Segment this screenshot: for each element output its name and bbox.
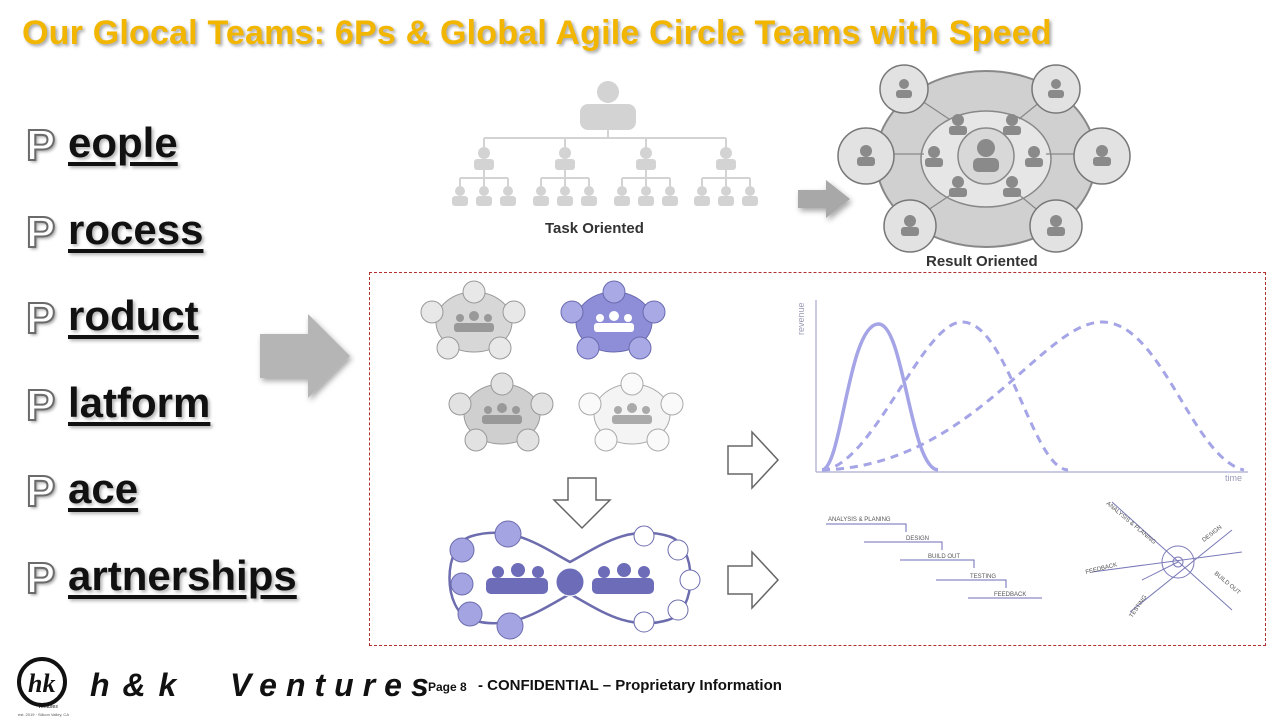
p-letter: P: [25, 553, 56, 603]
confidential-notice: - CONFIDENTIAL – Proprietary Information: [478, 677, 782, 694]
waterfall-step-testing: TESTING: [970, 574, 996, 580]
logo-est: est. 2019 · Silicon Valley, CA: [18, 712, 69, 717]
team-circle-purple-icon: [560, 280, 666, 360]
cycle-label-feedback: FEEDBACK: [1085, 562, 1118, 576]
team-circle-gray2-icon: [448, 372, 554, 452]
team-circle-light-icon: [578, 372, 684, 452]
task-oriented-label: Task Oriented: [545, 220, 644, 237]
p-word: artnerships: [68, 551, 297, 599]
right-arrow-icon-1: [727, 430, 780, 490]
p-word: rocess: [68, 205, 204, 253]
page-number: Page 8: [428, 680, 467, 694]
right-arrow-icon-2: [727, 550, 780, 610]
chart-ylabel: revenue: [796, 302, 806, 335]
revenue-curve-chart: [815, 300, 1248, 473]
p-word: latform: [68, 378, 211, 426]
org-chart-diagram: [452, 81, 758, 206]
chart-xlabel: time: [1225, 473, 1243, 483]
brand-right: Ventures: [230, 667, 438, 703]
agile-cycle-diagram: ANALYSIS & PLANING DESIGN BUILD OUT TEST…: [1085, 501, 1243, 619]
waterfall-diagram: ANALYSIS & PLANING DESIGN BUILD OUT TEST…: [826, 517, 1042, 599]
cycle-label-testing: TESTING: [1129, 594, 1149, 619]
hk-logo-icon: hk Ventures: [17, 657, 67, 710]
cycle-label-design: DESIGN: [1202, 525, 1224, 544]
agile-teams-panel: [369, 272, 1266, 646]
circle-network-diagram: [837, 64, 1131, 253]
cycle-label-build: BUILD OUT: [1213, 571, 1242, 596]
p-letter: P: [25, 121, 56, 170]
logo-small-text: Ventures: [38, 704, 58, 710]
transition-arrow-icon: [798, 180, 850, 218]
big-right-arrow-icon: [260, 314, 350, 398]
p-word: eople: [68, 119, 178, 166]
waterfall-step-analysis: ANALYSIS & PLANING: [828, 517, 891, 523]
global-team-network-diagram: [448, 520, 701, 640]
waterfall-step-feedback: FEEDBACK: [994, 592, 1026, 598]
p-letter: P: [25, 207, 56, 257]
down-arrow-icon: [552, 477, 612, 530]
result-oriented-label: Result Oriented: [926, 253, 1038, 270]
waterfall-step-build: BUILD OUT: [928, 554, 960, 560]
p-letter: P: [25, 467, 56, 516]
cycle-label-analysis: ANALYSIS & PLANING: [1105, 501, 1157, 546]
p-letter: P: [25, 294, 56, 343]
p-word: ace: [68, 465, 139, 512]
brand-left: h & k: [90, 667, 179, 703]
waterfall-step-design: DESIGN: [906, 536, 929, 542]
logo-text: hk: [28, 669, 55, 698]
p-word: roduct: [68, 292, 199, 339]
p-letter: P: [25, 380, 56, 430]
slide-title: Our Glocal Teams: 6Ps & Global Agile Cir…: [22, 14, 1052, 52]
team-circle-gray-icon: [420, 280, 526, 360]
